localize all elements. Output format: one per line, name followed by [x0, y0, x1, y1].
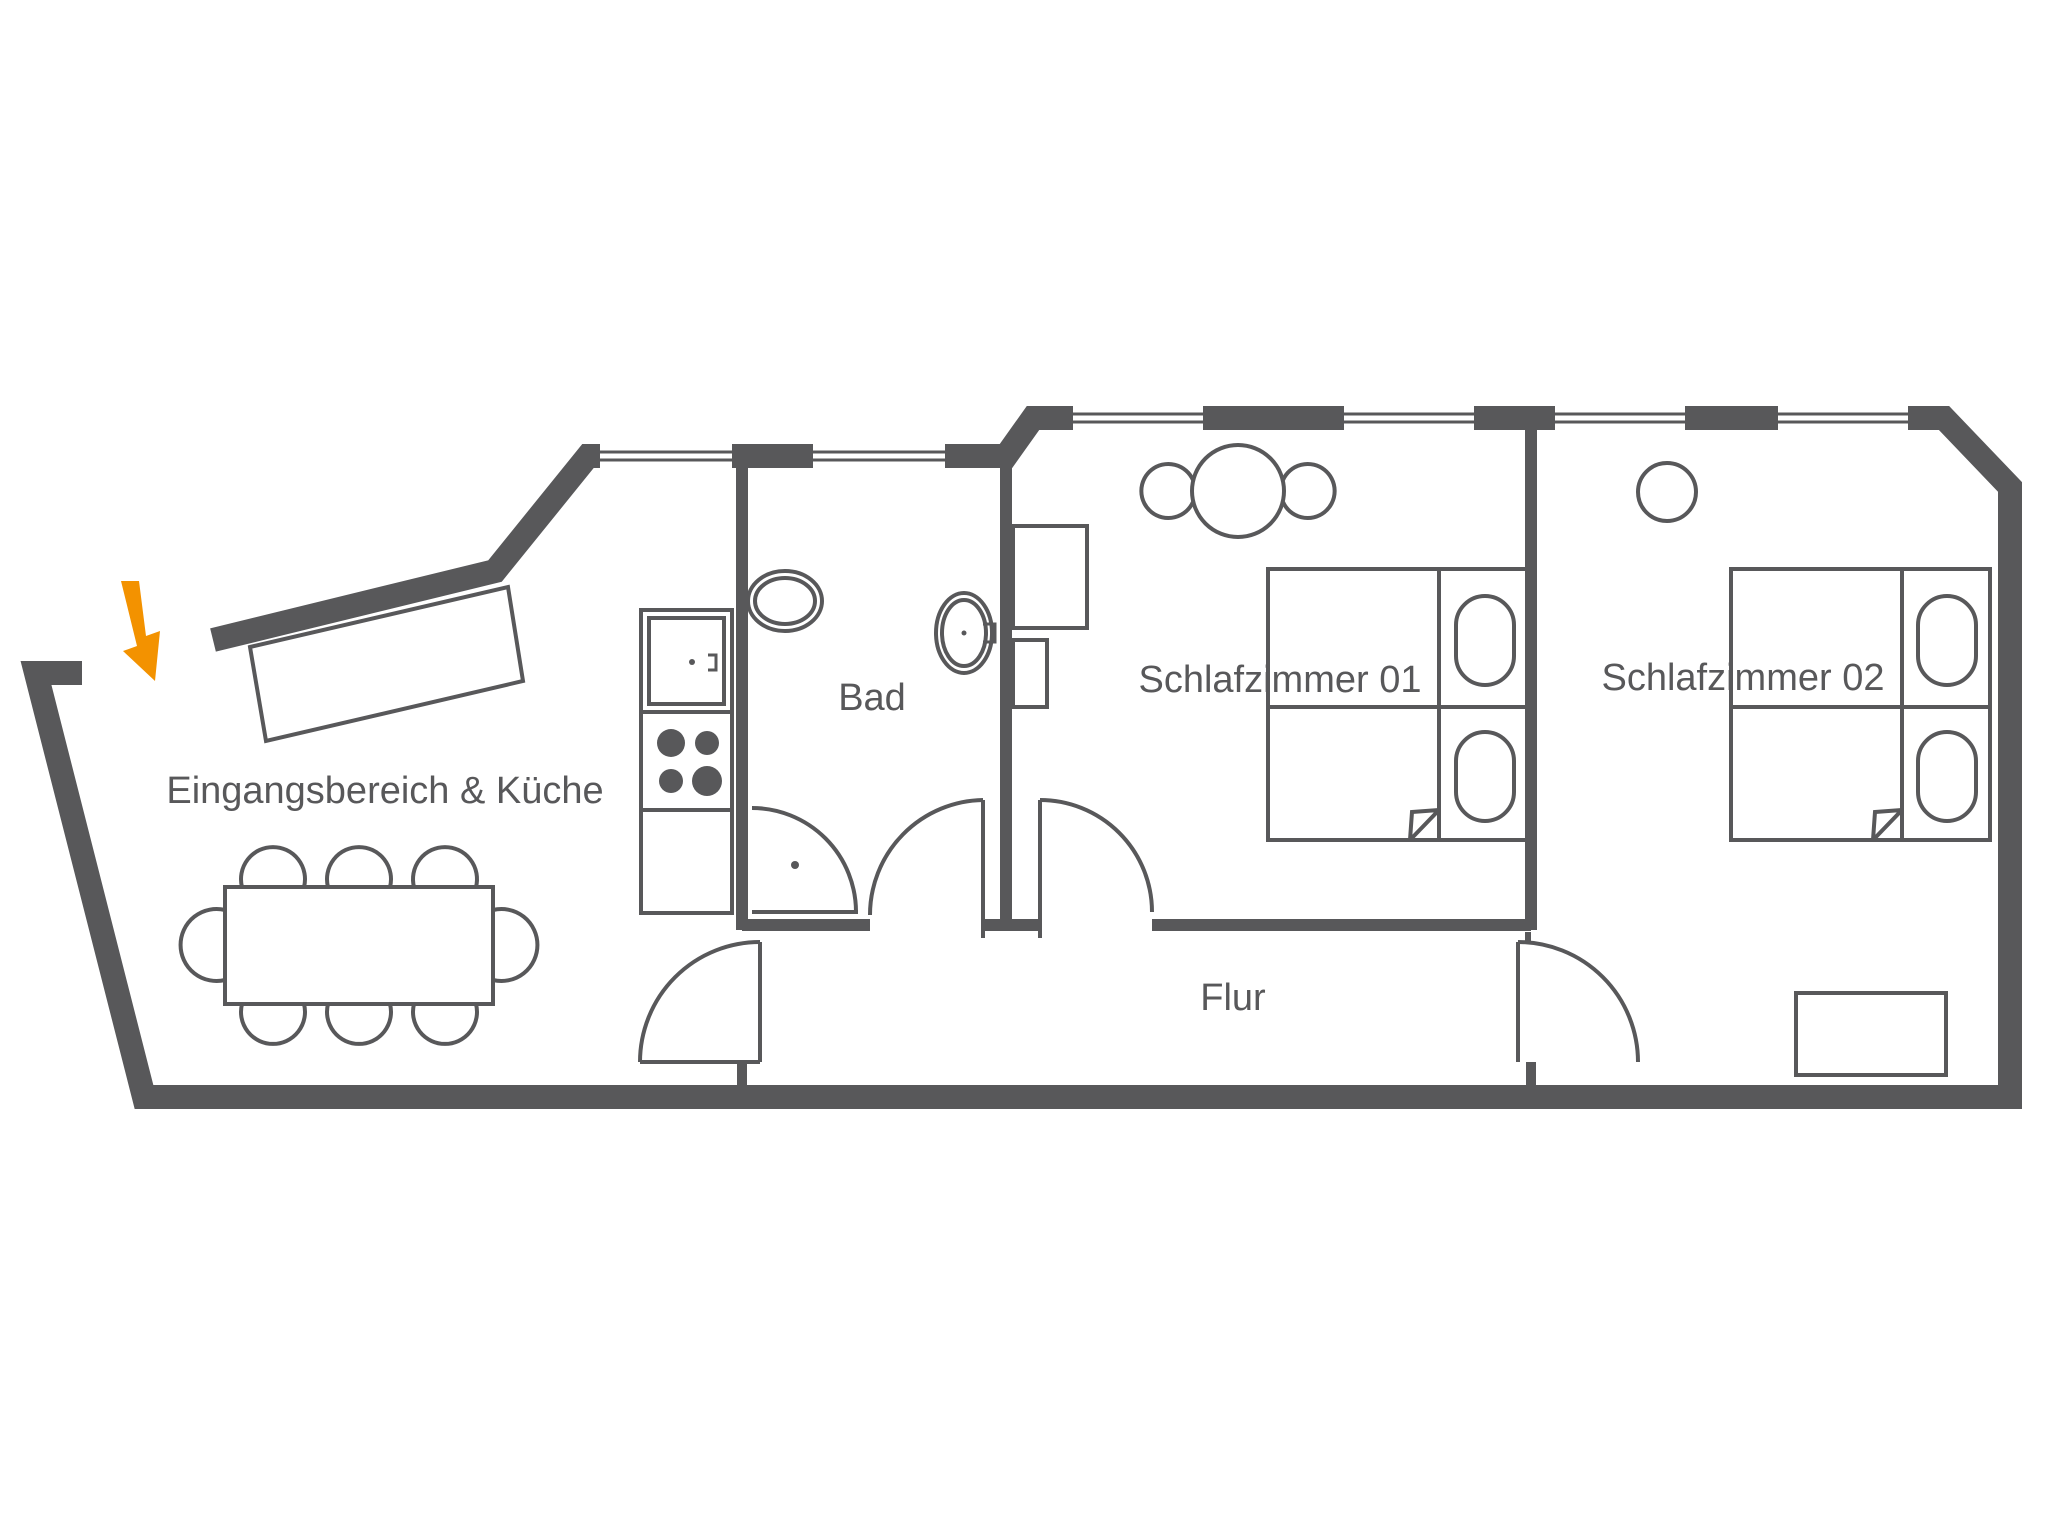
double-bed	[1266, 567, 1529, 842]
bedroom-2	[1636, 461, 1992, 1077]
room-label-bedroom2: Schlafzimmer 02	[1602, 657, 1885, 699]
kitchen	[247, 584, 734, 915]
washbasin-icon	[934, 591, 997, 675]
dining-set	[178, 845, 540, 1046]
double-bed	[1729, 567, 1992, 842]
room-label-kitchen: Eingangsbereich & Küche	[166, 770, 603, 812]
doors	[638, 798, 1640, 1064]
door-bedroom2	[1516, 940, 1640, 1063]
window	[1555, 406, 1685, 430]
windows	[600, 406, 1908, 468]
outer-walls	[20, 406, 2022, 1109]
round-table	[1139, 443, 1337, 539]
door-hall-kitchen	[638, 940, 762, 1064]
door-bedroom1	[1038, 798, 1154, 938]
shower-door	[751, 806, 858, 914]
pillow	[1454, 730, 1516, 823]
window	[1073, 406, 1203, 430]
interior-walls	[736, 418, 1537, 1085]
chair	[239, 845, 307, 888]
chair	[325, 845, 393, 888]
toilet-icon	[746, 569, 824, 633]
kitchen-counter	[639, 808, 734, 915]
room-label-bedroom1: Schlafzimmer 01	[1139, 659, 1422, 701]
pillow	[1916, 594, 1978, 687]
chair	[492, 907, 540, 983]
dining-table	[223, 885, 495, 1006]
chair	[411, 845, 479, 888]
chair	[178, 907, 226, 983]
wardrobe	[247, 584, 526, 744]
shower-drain	[791, 861, 799, 869]
chair	[325, 1003, 393, 1046]
window	[600, 444, 732, 468]
room-label-hall: Flur	[1200, 977, 1266, 1019]
window	[813, 444, 945, 468]
arrow-down-icon	[121, 581, 160, 681]
bedroom-1	[1011, 443, 1529, 842]
dresser	[1794, 991, 1948, 1077]
room-label-bath: Bad	[838, 677, 906, 719]
cabinet	[1011, 638, 1049, 709]
chair	[239, 1003, 307, 1046]
bathroom	[746, 569, 997, 869]
pillow	[1916, 730, 1978, 823]
sink-icon	[639, 608, 734, 714]
window	[1344, 406, 1474, 430]
door-bath	[868, 798, 985, 938]
pillow	[1454, 594, 1516, 687]
outer-wall	[20, 406, 2022, 1109]
stove-icon	[639, 710, 734, 812]
cabinet	[1011, 524, 1089, 630]
round-table	[1636, 461, 1698, 523]
window	[1778, 406, 1908, 430]
chair	[411, 1003, 479, 1046]
